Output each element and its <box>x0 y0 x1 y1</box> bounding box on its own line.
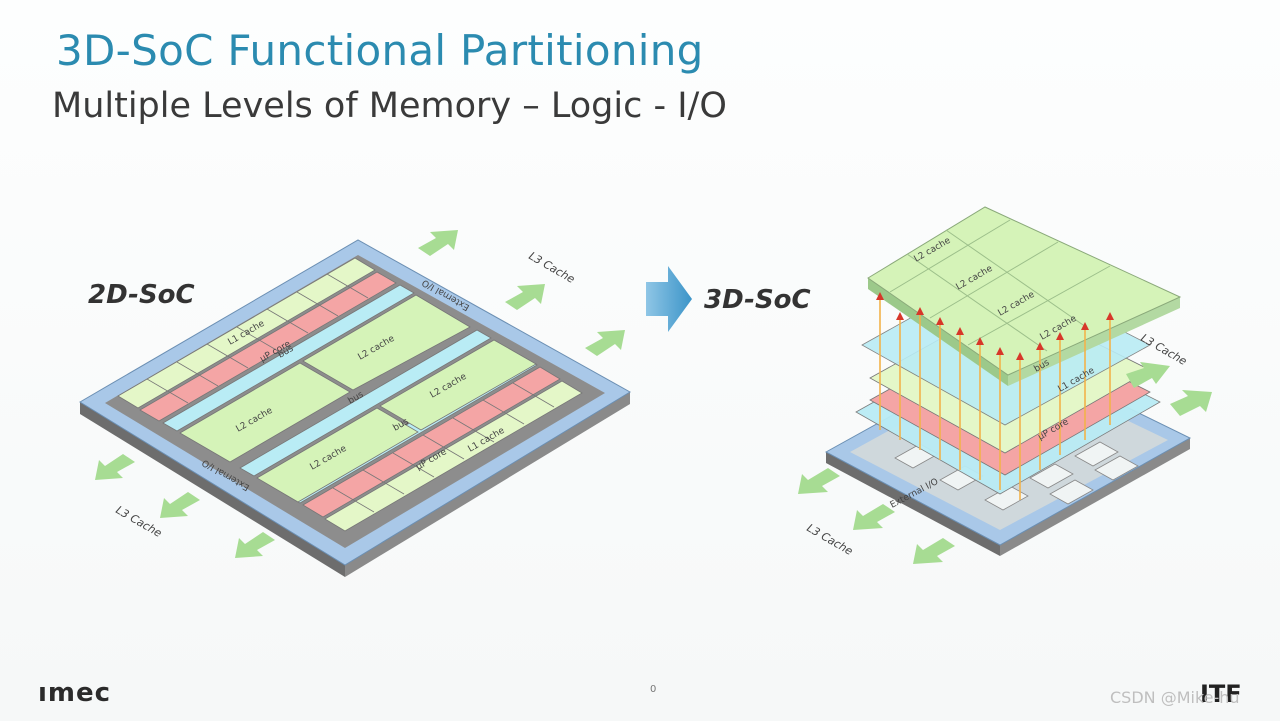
soc-3d-tsv-arrowheads <box>876 292 1114 360</box>
soc-2d-core-strip-bottom <box>302 366 561 518</box>
soc-3d-l2-side-right <box>1008 297 1180 386</box>
soc-2d-base-side <box>80 402 345 577</box>
soc-2d-l1-strip-bottom <box>324 380 583 532</box>
slide-title: 3D-SoC Functional Partitioning <box>56 26 704 75</box>
watermark: CSDN @Mike-hu <box>1110 688 1240 707</box>
arrow-right-icon <box>1126 362 1170 388</box>
slide-subtitle: Multiple Levels of Memory – Logic - I/O <box>52 86 727 126</box>
soc-3d-l3-arrows <box>798 362 1212 564</box>
soc-2d-l3-label-bottom: L3 Cache <box>114 503 165 540</box>
soc-2d-l2-block-1 <box>179 362 351 463</box>
soc-3d-l3-label-right: L3 Cache <box>1139 331 1190 368</box>
arrow-down-left-icon <box>853 504 895 530</box>
soc-2d-diagram: L1 cache µP core bus bus bus L2 cache L2… <box>79 230 631 577</box>
soc-2d-l2-block-4 <box>379 339 537 431</box>
soc-2d-l2-block-2 <box>302 294 471 391</box>
label-2d-soc: 2D-SoC <box>88 280 195 310</box>
soc-2d-bottom-cell-dividers <box>332 382 555 513</box>
soc-2d-l2-block-3 <box>256 407 419 503</box>
imec-logo: ımec <box>38 678 112 708</box>
arrow-up-right-icon <box>505 284 545 310</box>
soc-2d-l3-label-top: L3 Cache <box>527 249 578 286</box>
arrow-down-left-icon <box>798 468 840 494</box>
soc-2d-bus-2 <box>239 329 492 477</box>
arrow-up-right-icon <box>418 230 458 256</box>
page-marker: 0 <box>650 684 657 695</box>
arrow-down-left-icon <box>160 492 200 518</box>
soc-2d-top-cell-dividers <box>146 273 369 404</box>
soc-3d-l2-side <box>868 278 1008 386</box>
transition-arrow-icon <box>646 266 692 332</box>
soc-3d-l2-dividers <box>889 219 1111 352</box>
soc-3d-l3-label-bottom: L3 Cache <box>805 521 856 558</box>
soc-3d-tsv-lines <box>879 300 1111 500</box>
soc-3d-base-side <box>826 452 1000 556</box>
soc-3d-l2-layer <box>867 206 1182 376</box>
arrow-up-right-icon <box>585 330 625 356</box>
arrow-down-left-icon <box>913 538 955 564</box>
itf-logo: ITF <box>1200 680 1242 708</box>
soc-3d-base-side-right <box>1000 438 1190 556</box>
arrow-down-left-icon <box>235 532 275 558</box>
label-3d-soc: 3D-SoC <box>704 285 811 315</box>
soc-2d-bus-1 <box>162 284 415 432</box>
arrow-down-left-icon <box>95 454 135 480</box>
soc-2d-l3-arrows <box>95 230 625 558</box>
soc-2d-core-strip-top <box>139 271 397 422</box>
soc-3d-diagram: External I/O <box>798 206 1212 564</box>
soc-2d-base-side-right <box>345 392 630 577</box>
arrow-right-icon <box>1170 390 1212 416</box>
